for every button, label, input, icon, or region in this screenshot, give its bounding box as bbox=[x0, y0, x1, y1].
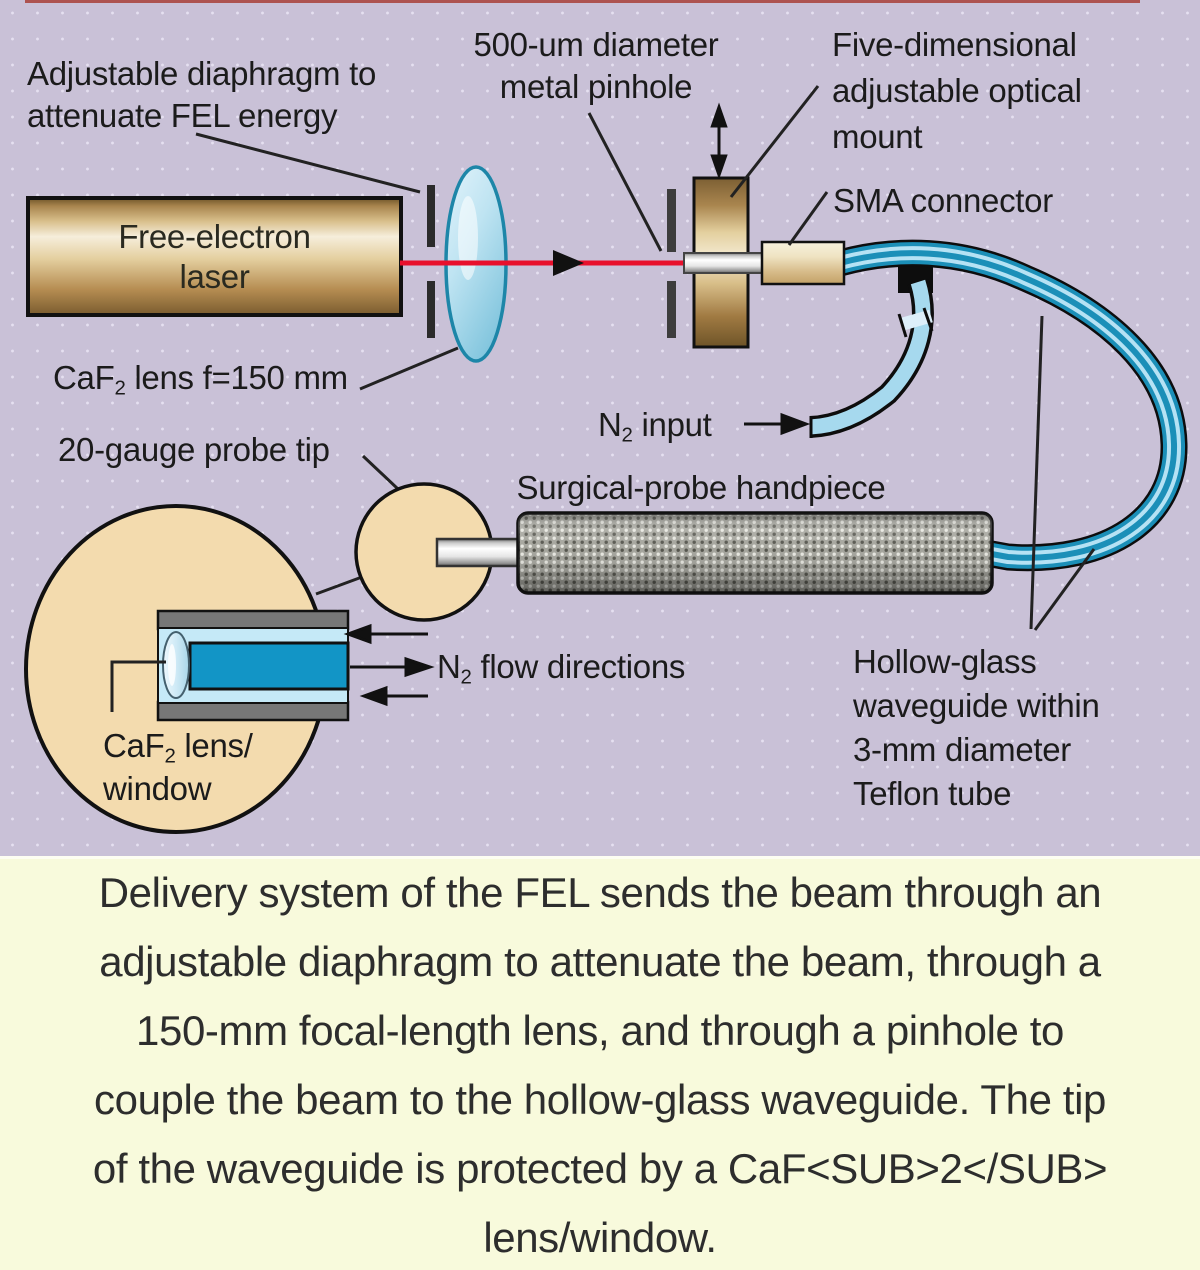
hollow-glass-waveguide bbox=[826, 239, 1188, 572]
label-probe-tip: 20-gauge probe tip bbox=[58, 431, 330, 468]
metal-pinhole-shape bbox=[667, 189, 676, 338]
sma-pointer bbox=[787, 191, 829, 246]
caf2-window-bracket bbox=[110, 660, 166, 712]
surgical-handpiece-shape bbox=[516, 511, 994, 595]
diaphragm-pointer bbox=[195, 132, 421, 194]
n2-input-tube bbox=[809, 278, 934, 438]
label-handpiece: Surgical-probe handpiece bbox=[516, 469, 886, 506]
figure-caption: Delivery system of the FEL sends the bea… bbox=[0, 856, 1200, 1270]
sma-connector-shape bbox=[760, 240, 846, 286]
mount-pointer bbox=[729, 85, 820, 198]
label-caf2-window: CaF2 lens/ window bbox=[103, 727, 253, 807]
n2-flow-arrows bbox=[343, 623, 435, 707]
label-metal-pinhole: 500-um diameter metal pinhole bbox=[473, 26, 719, 105]
caption-line: of the waveguide is protected by a CaF<S… bbox=[92, 1144, 1108, 1192]
caf2-lens-pointer bbox=[359, 346, 459, 391]
caption-line: adjustable diaphragm to attenuate the be… bbox=[99, 937, 1101, 985]
inset-lens-highlight bbox=[168, 644, 176, 686]
label-n2-input: N2 input bbox=[598, 406, 712, 447]
inset-outer-wall-top bbox=[156, 609, 350, 631]
label-n2-flow-directions: N2 flow directions bbox=[437, 648, 686, 689]
adjustable-diaphragm-shape bbox=[427, 185, 435, 338]
fel-delivery-diagram: Adjustable diaphragm to attenuate FEL en… bbox=[0, 0, 1200, 856]
label-optical-mount: Five-dimensional adjustable optical moun… bbox=[832, 26, 1082, 155]
mount-ferrule bbox=[683, 252, 763, 274]
tip-magnified-inset bbox=[24, 504, 350, 834]
free-electron-laser-box bbox=[26, 196, 403, 317]
caption-line: Delivery system of the FEL sends the bea… bbox=[98, 868, 1102, 916]
label-sma-connector: SMA connector bbox=[833, 182, 1053, 219]
diagram-canvas bbox=[24, 0, 1188, 834]
label-hollow-glass: Hollow-glass waveguide within 3-mm diame… bbox=[853, 643, 1100, 812]
label-adjustable-diaphragm: Adjustable diaphragm to attenuate FEL en… bbox=[27, 55, 376, 134]
label-free-electron-laser: Free-electron laser bbox=[118, 217, 311, 295]
top-edge-strip bbox=[25, 0, 1140, 3]
inset-outer-wall-bottom bbox=[156, 700, 350, 722]
hollow-glass-pointer-1 bbox=[1029, 315, 1044, 630]
vertical-adjust-arrow bbox=[710, 102, 728, 180]
n2-input-arrow bbox=[744, 412, 811, 436]
hollow-glass-pointer-2 bbox=[1033, 548, 1096, 631]
caption-line: couple the beam to the hollow-glass wave… bbox=[94, 1075, 1106, 1123]
laser-beam bbox=[400, 250, 688, 276]
caption-line: 150-mm focal-length lens, and through a … bbox=[136, 1006, 1064, 1054]
probe-tip-shape bbox=[435, 537, 523, 568]
pinhole-pointer bbox=[587, 112, 663, 252]
lens-highlight bbox=[458, 196, 478, 280]
pointer-lines bbox=[195, 85, 1096, 631]
inset-waveguide-core bbox=[188, 641, 350, 691]
inset-connector-line bbox=[315, 575, 363, 596]
caption-line: lens/window. bbox=[483, 1213, 717, 1261]
label-caf2-lens: CaF2 lens f=150 mm bbox=[53, 359, 348, 400]
